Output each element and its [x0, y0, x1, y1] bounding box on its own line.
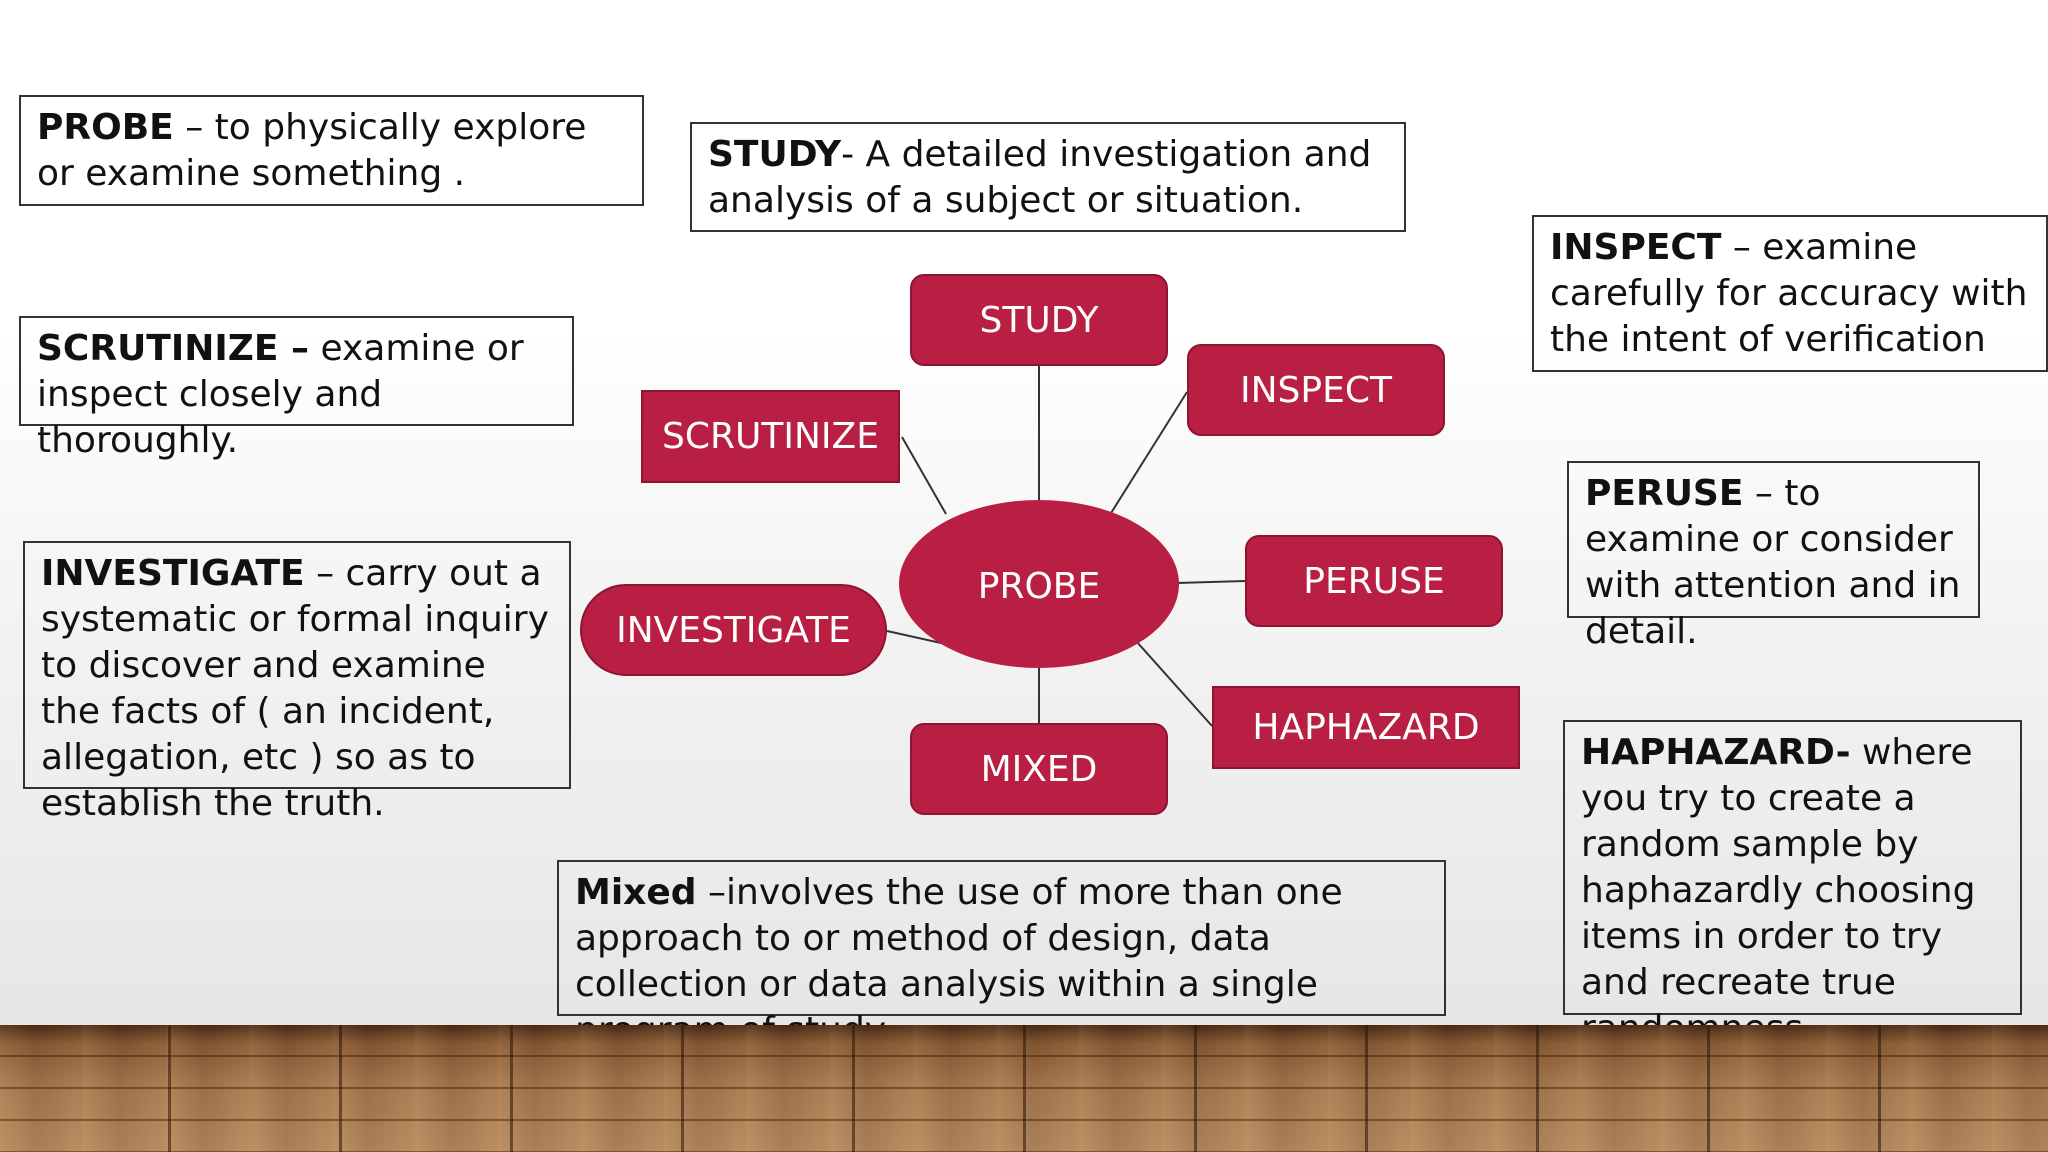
node-mixed-label: MIXED [980, 748, 1098, 790]
node-haphazard: HAPHAZARD [1212, 686, 1520, 769]
connector-investigate [886, 630, 942, 644]
definition-peruse-text: – to examine or consider with attention … [1585, 473, 1961, 652]
definition-peruse-term: PERUSE [1585, 473, 1744, 514]
definition-mixed: Mixed –involves the use of more than one… [557, 860, 1446, 1051]
node-investigate-label: INVESTIGATE [616, 609, 851, 651]
node-peruse-label: PERUSE [1303, 560, 1445, 602]
center-node-label: PROBE [978, 566, 1101, 607]
definition-haphazard-term: HAPHAZARD- [1581, 732, 1851, 773]
definition-study-text: - A detailed investigation and analysis … [708, 134, 1372, 221]
definition-mixed-term: Mixed [575, 872, 697, 913]
definition-haphazard: HAPHAZARD- where you try to create a ran… [1563, 720, 2022, 1049]
definition-peruse: PERUSE – to examine or consider with att… [1567, 461, 1980, 652]
connector-haphazard [1136, 641, 1213, 727]
node-inspect: INSPECT [1187, 344, 1445, 436]
center-node-probe [899, 500, 1179, 668]
definition-study: STUDY- A detailed investigation and anal… [690, 122, 1406, 232]
node-study: STUDY [910, 274, 1168, 366]
definition-probe: PROBE – to physically explore or examine… [19, 95, 644, 206]
node-inspect-label: INSPECT [1240, 369, 1392, 411]
node-study-label: STUDY [979, 299, 1099, 341]
definition-inspect-term: INSPECT [1550, 227, 1722, 268]
definition-probe-term: PROBE [37, 107, 174, 148]
definition-inspect-text: – examine carefully for accuracy with th… [1550, 227, 2028, 360]
node-mixed: MIXED [910, 723, 1168, 815]
connector-peruse [1176, 580, 1246, 584]
wooden-floor-background [0, 1025, 2048, 1152]
definition-investigate: INVESTIGATE – carry out a systematic or … [23, 541, 571, 824]
definition-scrutinize-text: examine or inspect closely and thoroughl… [37, 328, 524, 461]
definition-scrutinize: SCRUTINIZE – examine or inspect closely … [19, 316, 574, 461]
definition-haphazard-text: where you try to create a random sample … [1581, 732, 1976, 1049]
definition-inspect: INSPECT – examine carefully for accuracy… [1532, 215, 2048, 372]
definition-study-term: STUDY [708, 134, 842, 175]
node-investigate: INVESTIGATE [580, 584, 887, 676]
definition-investigate-term: INVESTIGATE [41, 553, 305, 594]
node-peruse: PERUSE [1245, 535, 1503, 627]
definition-probe-text: – to physically explore or examine somet… [37, 107, 587, 194]
node-haphazard-label: HAPHAZARD [1252, 707, 1480, 748]
node-scrutinize: SCRUTINIZE [641, 390, 900, 483]
definition-scrutinize-term: SCRUTINIZE – [37, 328, 310, 369]
connector-scrutinize [901, 436, 947, 515]
definition-investigate-text: – carry out a systematic or formal inqui… [41, 553, 549, 824]
node-scrutinize-label: SCRUTINIZE [662, 416, 879, 457]
